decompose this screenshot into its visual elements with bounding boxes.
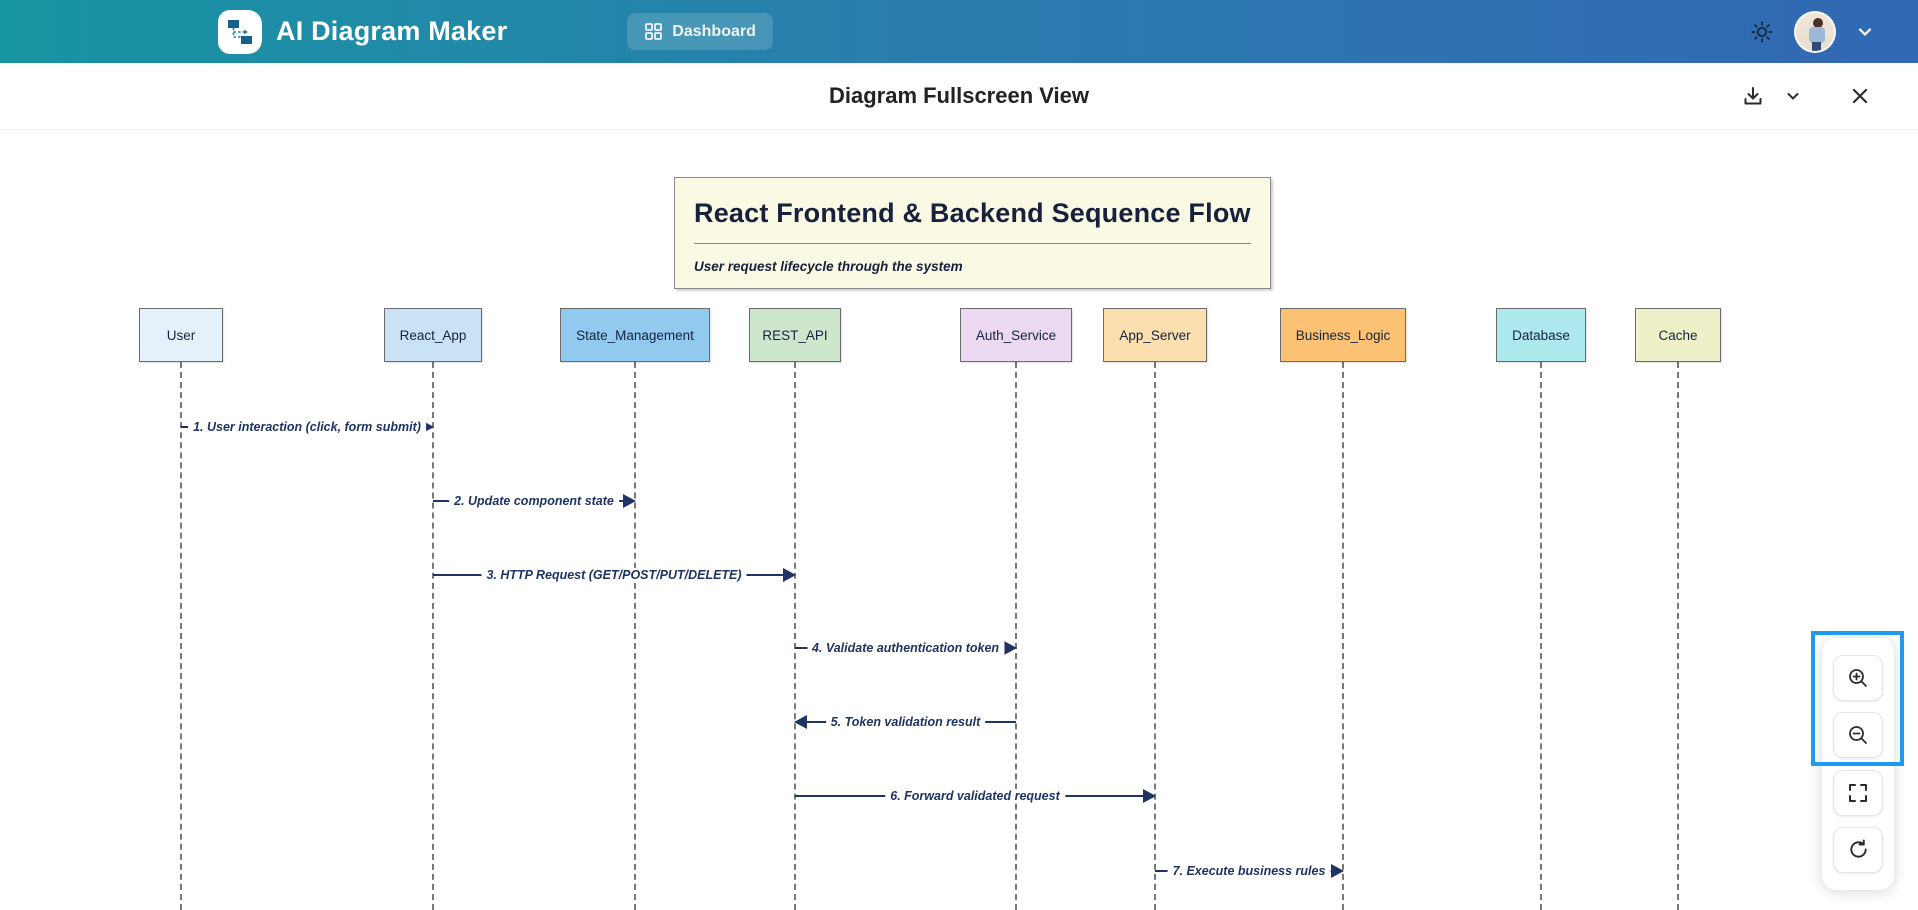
lifeline-react_app	[432, 362, 434, 910]
diagram-subtitle: User request lifecycle through the syste…	[694, 259, 963, 274]
message-6: 6. Forward validated request	[795, 787, 1156, 805]
arrowhead	[1331, 864, 1344, 878]
sun-icon	[1750, 20, 1774, 44]
zoom-out-button[interactable]	[1833, 712, 1883, 759]
zoom-in-icon	[1846, 666, 1870, 690]
dashboard-label: Dashboard	[672, 22, 756, 40]
actor-auth_service: Auth_Service	[960, 308, 1072, 362]
avatar-figure	[1813, 17, 1823, 28]
actor-rest_api: REST_API	[749, 308, 841, 362]
actor-app_server: App_Server	[1103, 308, 1207, 362]
actor-user: User	[139, 308, 223, 362]
message-label: 7. Execute business rules	[1167, 864, 1331, 878]
lifeline-rest_api	[794, 362, 796, 910]
lifeline-auth_service	[1015, 362, 1017, 910]
close-icon	[1850, 86, 1870, 106]
page-title: Diagram Fullscreen View	[828, 83, 1090, 108]
actor-cache: Cache	[1635, 308, 1721, 362]
canvas-controls-panel	[1822, 638, 1894, 890]
arrowhead	[783, 568, 796, 582]
refresh-icon	[1847, 838, 1870, 861]
dashboard-button[interactable]: Dashboard	[627, 13, 773, 50]
message-2: 2. Update component state	[433, 492, 636, 510]
message-4: 4. Validate authentication token	[795, 639, 1017, 657]
download-button[interactable]	[1734, 77, 1772, 115]
lifeline-app_server	[1154, 362, 1156, 910]
message-label: 3. HTTP Request (GET/POST/PUT/DELETE)	[481, 568, 747, 582]
zoom-in-button[interactable]	[1833, 655, 1883, 702]
message-5: 5. Token validation result	[794, 713, 1016, 731]
top-navbar: AI Diagram Maker Dashboard	[0, 0, 1918, 63]
lifeline-cache	[1677, 362, 1679, 910]
download-icon	[1742, 85, 1764, 107]
arrowhead	[1004, 641, 1017, 655]
lifeline-business_logic	[1342, 362, 1344, 910]
message-7: 7. Execute business rules	[1155, 862, 1344, 880]
refresh-button[interactable]	[1833, 826, 1883, 873]
user-avatar[interactable]	[1794, 10, 1836, 53]
zoom-out-icon	[1846, 723, 1870, 747]
actor-react_app: React_App	[384, 308, 482, 362]
actor-state_management: State_Management	[560, 308, 710, 362]
message-label: 2. Update component state	[449, 494, 619, 508]
arrowhead	[794, 715, 807, 729]
navbar-right	[1750, 10, 1874, 53]
message-1: 1. User interaction (click, form submit)	[181, 418, 434, 436]
theme-toggle-button[interactable]	[1750, 20, 1774, 44]
actor-business_logic: Business_Logic	[1280, 308, 1406, 362]
diagram-title: React Frontend & Backend Sequence Flow	[694, 198, 1251, 244]
user-menu-chevron[interactable]	[1856, 23, 1874, 41]
diagram-canvas: React Frontend & Backend Sequence Flow U…	[0, 130, 1918, 910]
chevron-down-icon	[1784, 87, 1802, 105]
lifeline-state_management	[634, 362, 636, 910]
message-label: 5. Token validation result	[825, 715, 986, 729]
fullscreen-icon	[1847, 782, 1869, 804]
lifeline-user	[180, 362, 182, 910]
viewer-header: Diagram Fullscreen View	[0, 63, 1918, 130]
arrowhead	[623, 494, 636, 508]
diagram-title-note: React Frontend & Backend Sequence Flow U…	[674, 177, 1271, 289]
chevron-down-icon	[1856, 23, 1874, 41]
actor-database: Database	[1496, 308, 1586, 362]
lifeline-database	[1540, 362, 1542, 910]
app-logo-icon	[218, 9, 262, 54]
message-label: 6. Forward validated request	[885, 789, 1065, 803]
close-fullscreen-button[interactable]	[1842, 78, 1878, 114]
message-label: 4. Validate authentication token	[806, 641, 1005, 655]
viewer-actions	[1734, 63, 1878, 129]
fullscreen-button[interactable]	[1833, 769, 1883, 816]
message-label: 1. User interaction (click, form submit)	[188, 420, 426, 434]
brand: AI Diagram Maker	[218, 9, 508, 54]
arrowhead	[1143, 789, 1156, 803]
app-title: AI Diagram Maker	[276, 16, 508, 46]
message-3: 3. HTTP Request (GET/POST/PUT/DELETE)	[433, 566, 796, 584]
dashboard-grid-icon	[644, 22, 663, 41]
download-options-button[interactable]	[1776, 79, 1810, 113]
